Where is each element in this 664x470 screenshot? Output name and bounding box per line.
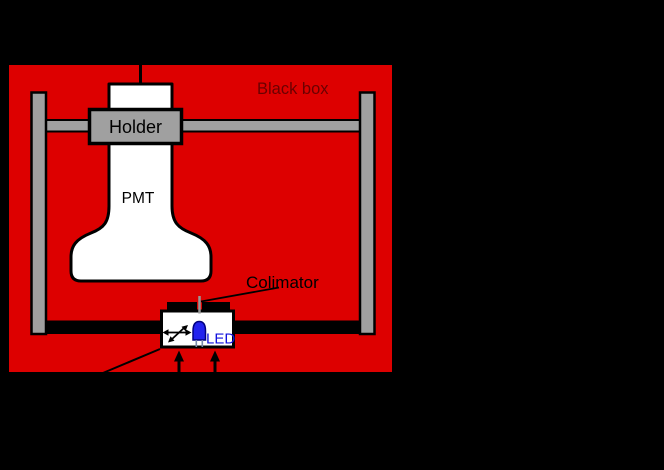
colimator-left-block [167, 302, 197, 311]
left-post [30, 91, 48, 336]
led-label: LED [206, 331, 235, 348]
black-box-label: Black box [257, 80, 329, 98]
colimator-leader-line [200, 286, 280, 303]
up-arrow-icon-left [174, 350, 184, 375]
colimator-label: Colimator [246, 273, 319, 292]
pmt-label: PMT [122, 190, 155, 207]
right-post [358, 91, 376, 336]
led-box-leader-line [96, 348, 161, 377]
led-icon [192, 320, 207, 341]
holder-label: Holder [109, 117, 162, 137]
holder-block [87, 107, 184, 146]
pmt-body [69, 82, 213, 283]
crossed-arrows-icon [162, 325, 192, 343]
colimator-right-block [202, 302, 230, 311]
up-arrow-icon-right [210, 350, 220, 375]
